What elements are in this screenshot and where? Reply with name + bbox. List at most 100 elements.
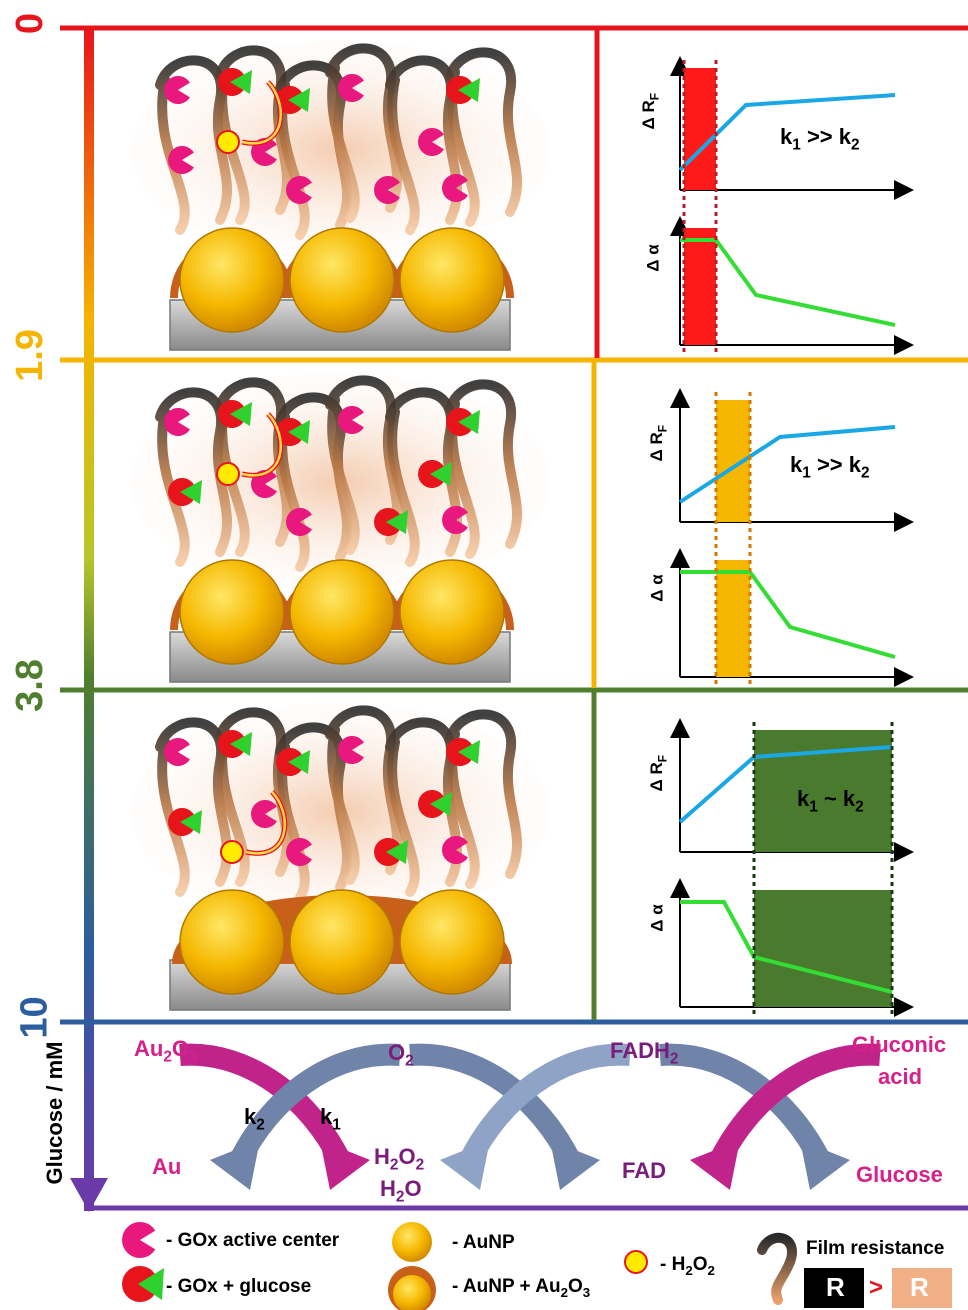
panel1-gox-glucose-2-glucose bbox=[230, 70, 252, 94]
panel3-h2o2-molecule bbox=[220, 840, 244, 864]
panel3-bottom-highlight-band bbox=[754, 890, 892, 1007]
legend-gox-glucose-icon-glucose bbox=[138, 1268, 164, 1300]
panel2-gox-active-center-9 bbox=[285, 507, 312, 536]
panel1-gox-active-center-1 bbox=[164, 76, 190, 104]
panel3-gox-active-center-4 bbox=[338, 736, 364, 764]
cross-middle-head-2 bbox=[440, 1140, 490, 1190]
panel2-gox-glucose-6-glucose bbox=[180, 480, 202, 504]
cross-right-arc-1 bbox=[659, 1043, 830, 1166]
legend-film-icon bbox=[757, 1232, 797, 1305]
panel2-aunp-1 bbox=[179, 559, 285, 665]
glucose-axis-bar bbox=[84, 26, 94, 1211]
panel3-aunp-2 bbox=[289, 889, 395, 995]
label-h2o: H2O bbox=[380, 1176, 422, 1206]
panel3-alpha-curve bbox=[680, 900, 893, 994]
panel1-alpha-curve bbox=[680, 238, 896, 327]
cross-right-head-2 bbox=[690, 1140, 740, 1190]
panel-3.8-10 bbox=[130, 702, 914, 1017]
panel3-gox-glucose-5-glucose bbox=[458, 740, 480, 764]
panel2-gox-glucose-3-glucose bbox=[288, 420, 310, 444]
panel3-bottom-ylabel: Δ α bbox=[647, 904, 667, 932]
cross-middle-arc-2 bbox=[460, 1043, 631, 1166]
panel1-top-highlight-band bbox=[684, 68, 716, 190]
panel3-top-ylabel: Δ RF bbox=[647, 754, 670, 792]
panel1-gox-glucose-3-glucose bbox=[288, 88, 310, 112]
panel2-bottom-highlight-band bbox=[716, 560, 750, 677]
panel3-aunp-3 bbox=[399, 889, 505, 995]
label-fad: FAD bbox=[622, 1158, 666, 1183]
legend-gox-glucose: - GOx + glucose bbox=[166, 1276, 312, 1297]
label-acid: acid bbox=[878, 1064, 923, 1089]
axis-tick-3.8: 3.8 bbox=[8, 659, 51, 712]
legend-film-resistance: Film resistance bbox=[806, 1238, 945, 1259]
panel2-gox-active-center-1 bbox=[164, 408, 190, 437]
panel1-h2o2-arrow bbox=[241, 81, 282, 145]
label-o2: O2 bbox=[388, 1040, 414, 1070]
legend-h2o2: - H2O2 bbox=[660, 1254, 715, 1278]
panel2-h2o2-arrow bbox=[241, 413, 282, 477]
legend-r-gt: > bbox=[869, 1274, 884, 1301]
cross-left-arc-1 bbox=[179, 1043, 350, 1166]
cross-middle-head-1 bbox=[550, 1140, 600, 1190]
panel2-k-relation: k1 >> k2 bbox=[790, 452, 870, 482]
panel-0-1.9 bbox=[130, 40, 914, 355]
panel2-top-ylabel: Δ RF bbox=[647, 424, 670, 462]
legend-gox-active: - GOx active center bbox=[166, 1230, 340, 1251]
panel1-bottom-ylabel: Δ α bbox=[643, 244, 663, 272]
legend-gox-active-icon bbox=[121, 1221, 156, 1258]
panel3-gox-active-center-1 bbox=[164, 738, 190, 766]
panel3-gox-glucose-8-glucose bbox=[430, 792, 452, 816]
legend-r-right: R bbox=[910, 1272, 929, 1302]
panel1-aunp-3 bbox=[399, 227, 505, 333]
label-k2: k2 bbox=[244, 1104, 265, 1134]
panel3-gox-glucose-2-glucose bbox=[230, 732, 252, 756]
panel3-k-relation: k1 ~ k2 bbox=[797, 786, 864, 816]
legend-r-peach-box bbox=[892, 1268, 952, 1308]
panel3-aunp-1 bbox=[179, 889, 285, 995]
panel2-bottom-ylabel: Δ α bbox=[647, 574, 667, 602]
legend-aunp-icon bbox=[392, 1222, 432, 1262]
panel1-k-relation: k1 >> k2 bbox=[780, 124, 860, 154]
panel3-gox-glucose-3-glucose bbox=[288, 750, 310, 774]
label-fadh2: FADH2 bbox=[610, 1038, 679, 1068]
panel3-gox-glucose-6-glucose bbox=[180, 810, 202, 834]
cross-left-head-1 bbox=[320, 1140, 370, 1190]
axis-tick-1.9: 1.9 bbox=[8, 329, 51, 382]
label-k1: k1 bbox=[320, 1104, 341, 1134]
panel3-gox-glucose-10-glucose bbox=[386, 840, 408, 864]
label-h2o2: H2O2 bbox=[374, 1144, 425, 1174]
glucose-axis-arrowhead bbox=[70, 1178, 108, 1212]
panel1-gox-active-center-4 bbox=[338, 74, 364, 102]
panel3-h2o2-arrow bbox=[245, 791, 286, 855]
panel2-gox-active-center-4 bbox=[338, 406, 364, 434]
panel2-gox-glucose-10-glucose bbox=[386, 510, 408, 534]
legend-r-black-box bbox=[804, 1268, 864, 1308]
label-glucose: Glucose bbox=[856, 1162, 943, 1187]
legend-aunp-au2o3-icon bbox=[393, 1275, 431, 1310]
label-gluconic: Gluconic bbox=[852, 1032, 947, 1057]
panel2-alpha-curve bbox=[680, 570, 896, 659]
cross-middle-arc-1 bbox=[409, 1043, 580, 1166]
cross-left-arc-2 bbox=[230, 1043, 401, 1166]
panel1-gox-glucose-5-glucose bbox=[458, 78, 480, 102]
legend-aunp-au2o3: - AuNP + Au2O3 bbox=[452, 1276, 591, 1300]
panel1-bottom-highlight-band bbox=[684, 228, 716, 345]
legend-r-left: R bbox=[826, 1272, 845, 1302]
cross-left-head-2 bbox=[210, 1140, 260, 1190]
panel2-gox-glucose-5-glucose bbox=[458, 410, 480, 434]
axis-title: Glucose / mM bbox=[42, 1041, 67, 1185]
panel1-gox-active-center-10 bbox=[374, 176, 400, 204]
panel3-gox-active-center-9 bbox=[285, 838, 312, 866]
panel2-aunp-2 bbox=[289, 559, 395, 665]
panel1-top-ylabel: Δ RF bbox=[639, 92, 662, 130]
panel1-gox-active-center-6 bbox=[168, 146, 194, 175]
panel1-aunp-2 bbox=[289, 227, 395, 333]
axis-tick-0: 0 bbox=[9, 12, 52, 35]
panel2-gox-active-center-11 bbox=[442, 506, 468, 535]
panel2-rf-curve bbox=[678, 425, 896, 504]
panel2-gox-glucose-8-glucose bbox=[430, 462, 452, 486]
panel3-gox-active-center-11 bbox=[442, 835, 468, 864]
cross-right-arc-2 bbox=[710, 1043, 881, 1166]
label-au2o3: Au2O3 bbox=[134, 1036, 198, 1066]
